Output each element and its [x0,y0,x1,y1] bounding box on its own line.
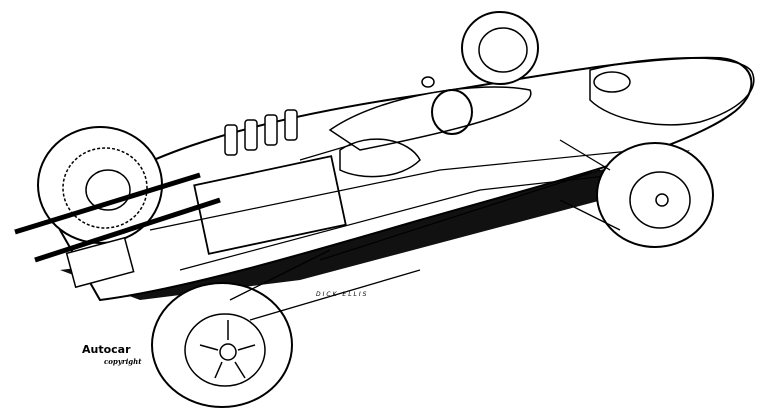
copyright-note: copyright [104,357,142,366]
steering-wheel [431,89,473,135]
frame-tube [149,94,661,271]
nose-cone [589,57,755,126]
artist-signature: DICK ELLIS [316,291,369,298]
seat [339,138,421,178]
cockpit-rim [328,86,532,151]
wheel-front-right [596,142,714,248]
carburettor-stacks [224,109,298,156]
publisher-credit: Autocar [82,343,131,356]
wheel-rear-far [461,11,539,85]
suspension-arm [229,139,621,321]
wheel-front-left [151,282,293,408]
exhaust-pipe-upper [14,172,201,235]
gearbox [65,236,135,289]
exhaust-pipe-lower [34,197,221,263]
mirror [421,76,435,88]
nose-intake [593,71,631,93]
